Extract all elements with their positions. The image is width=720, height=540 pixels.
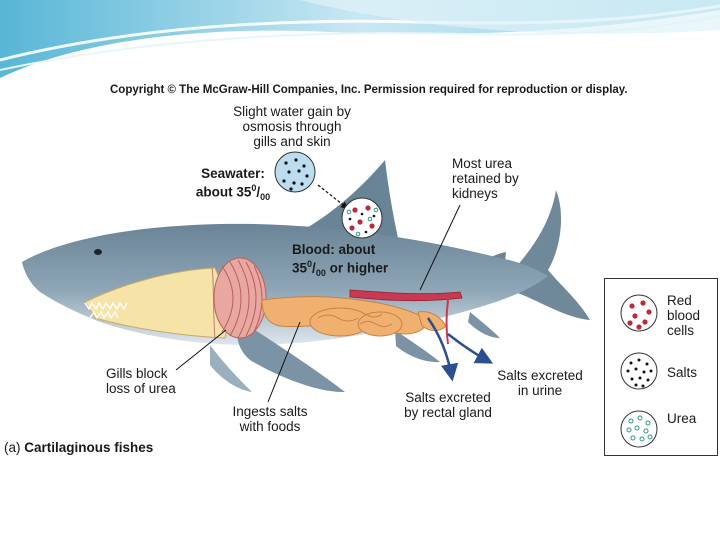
blood-label: Blood: about 350/00 or higher bbox=[292, 242, 389, 279]
red-cell-legend-icon bbox=[620, 294, 658, 332]
leader-ingests bbox=[267, 321, 301, 403]
salts-urine-label: Salts excreted in urine bbox=[497, 368, 583, 398]
legend-swatches bbox=[620, 294, 658, 448]
legend: Red blood cells Salts Urea bbox=[604, 278, 718, 456]
pectoral-fin bbox=[237, 320, 345, 393]
salts-rectal-label: Salts excreted by rectal gland bbox=[404, 390, 492, 420]
figure-caption: (a) Cartilaginous fishes bbox=[4, 440, 154, 455]
leader-urea bbox=[419, 204, 461, 291]
salts-legend-icon bbox=[620, 352, 658, 390]
urine-salt-arrow bbox=[447, 333, 494, 364]
legend-urea-label: Urea bbox=[667, 411, 697, 426]
urea-retained-label: Most urea retained by kidneys bbox=[452, 156, 519, 201]
gills-block-label: Gills block loss of urea bbox=[106, 366, 176, 396]
legend-salts-label: Salts bbox=[667, 365, 698, 380]
osmosis-arrow bbox=[317, 184, 349, 209]
copyright-notice: Copyright © The McGraw-Hill Companies, I… bbox=[110, 84, 628, 96]
leader-gills bbox=[175, 329, 227, 371]
legend-red-cells-label: Red blood cells bbox=[667, 293, 701, 338]
ingests-salts-label: Ingests salts with foods bbox=[232, 404, 308, 434]
kidney bbox=[349, 289, 463, 302]
wave-banner bbox=[0, 0, 720, 78]
blood-dots-icon bbox=[341, 197, 383, 239]
gill-arches bbox=[213, 257, 267, 339]
shark-osmoregulation-diagram bbox=[22, 151, 590, 403]
urea-legend-icon bbox=[620, 410, 658, 448]
seawater-dots-icon bbox=[274, 151, 316, 193]
water-gain-label: Slight water gain by osmosis through gil… bbox=[233, 104, 351, 149]
seawater-label: Seawater: about 350/00 bbox=[195, 166, 271, 203]
tail-fin bbox=[515, 190, 590, 320]
teeth bbox=[84, 301, 128, 320]
rectal-salt-arrow bbox=[426, 317, 459, 382]
eye bbox=[94, 249, 102, 255]
